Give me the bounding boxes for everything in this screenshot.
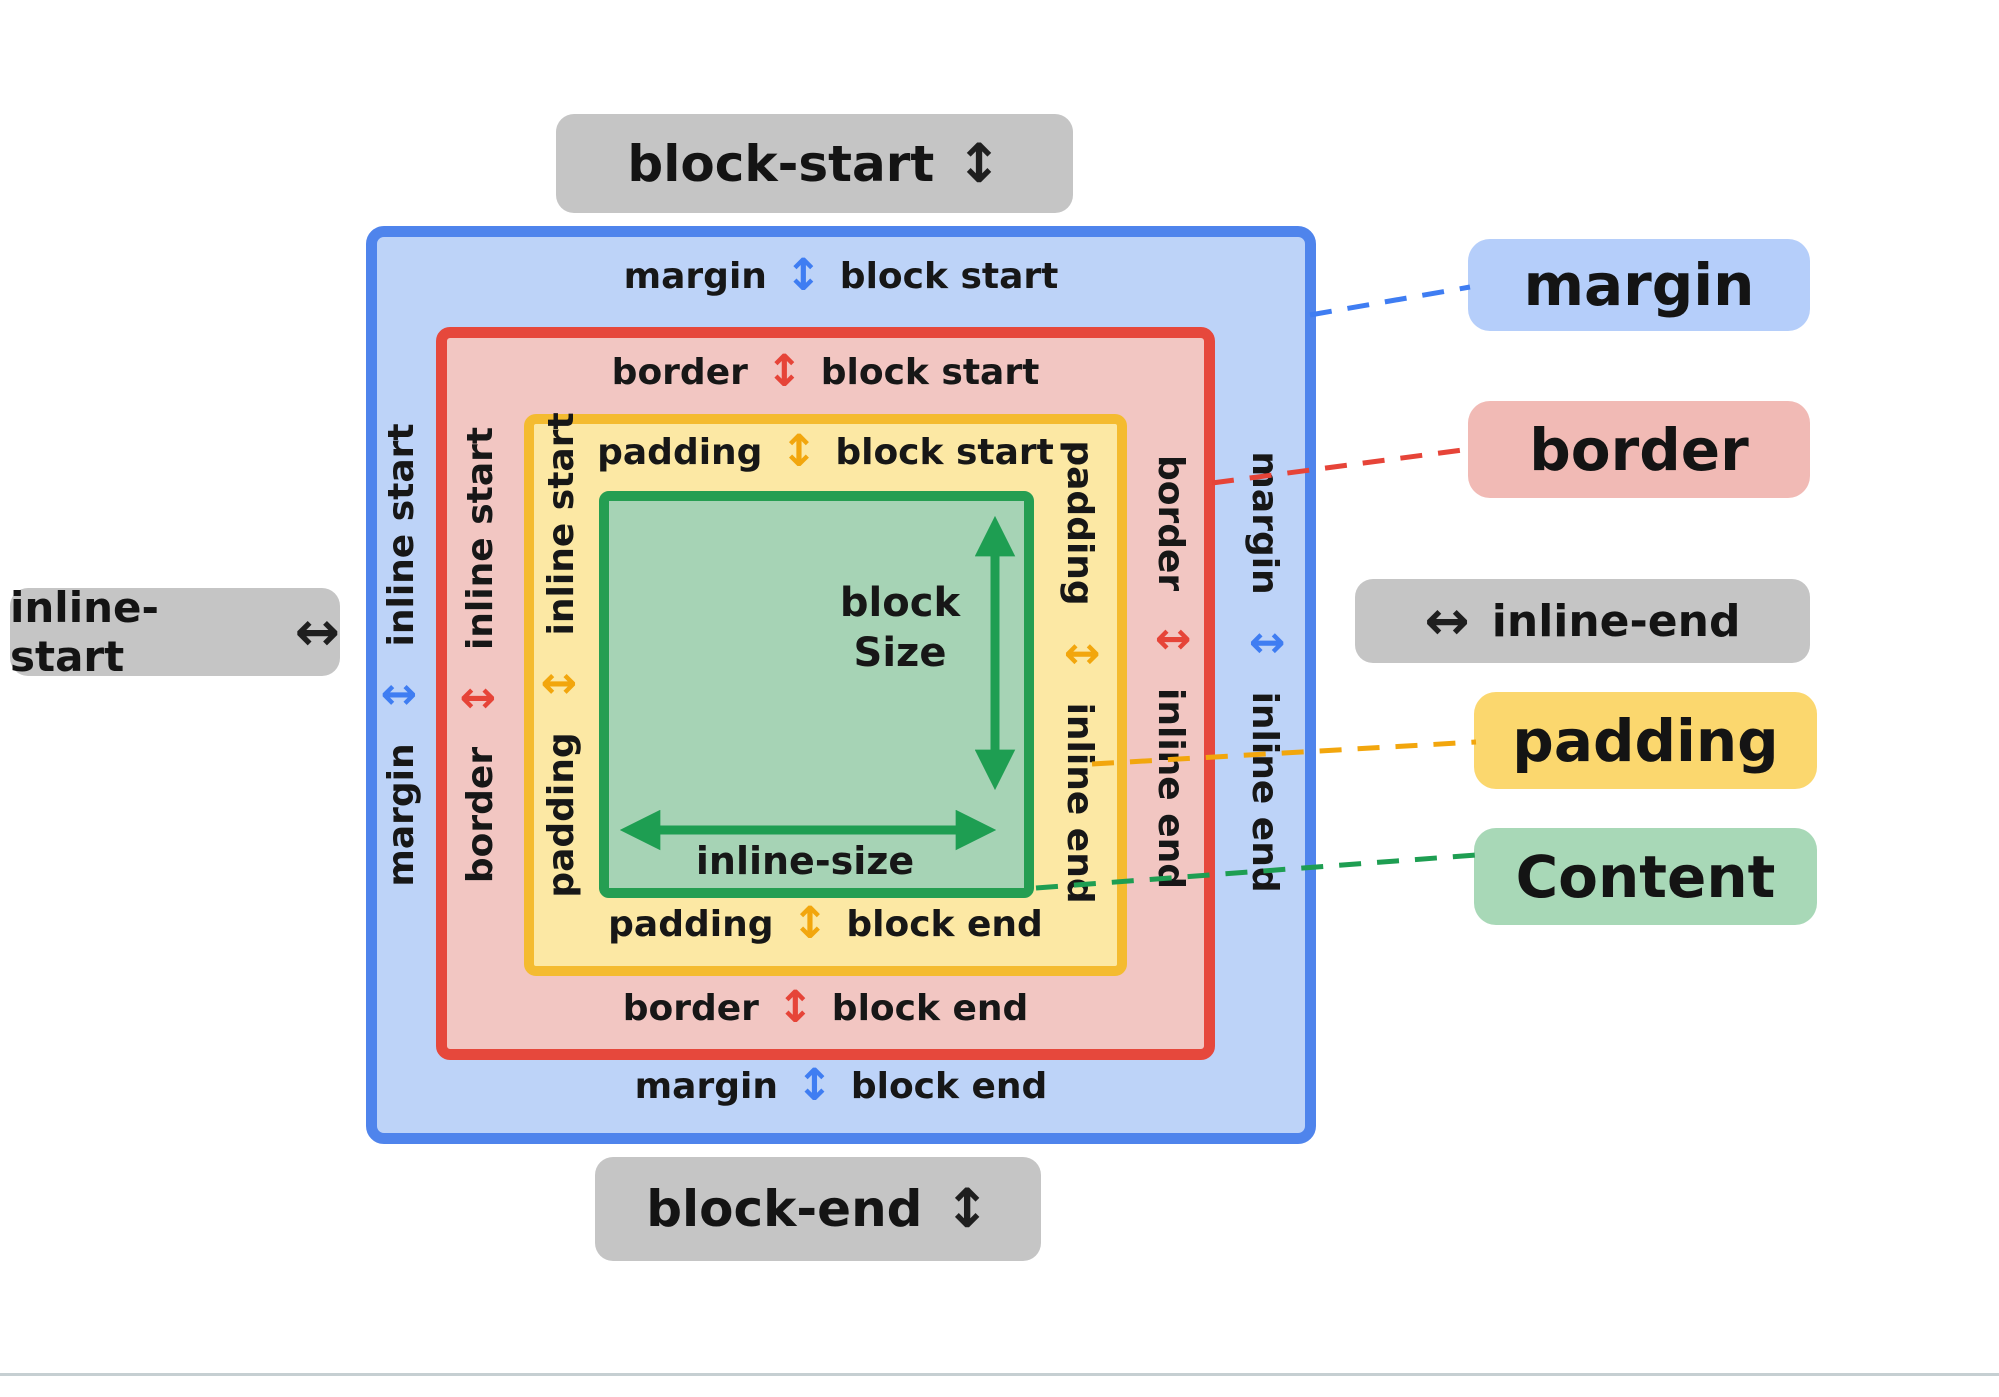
padding-inline-end-label: padding ↕ inline end [1055, 422, 1106, 922]
block-size-line2: Size [853, 630, 947, 676]
legend-content-text: Content [1515, 842, 1776, 911]
block-size-line1: block [839, 580, 961, 626]
border-inline-start-label: border ↕ inline start [454, 405, 505, 905]
legend-border-text: border [1529, 415, 1749, 484]
margin-connector-line [1309, 284, 1471, 318]
border-inline-start-arrow-icon: ↕ [454, 680, 505, 717]
margin-block-start-suffix: block start [839, 255, 1059, 297]
margin-word: margin [1244, 451, 1286, 595]
border-word: border [611, 351, 748, 393]
border-block-start-suffix: block start [820, 351, 1040, 393]
legend-padding: padding [1474, 692, 1817, 789]
legend-margin: margin [1468, 239, 1810, 331]
border-block-end-arrow-icon: ↕ [776, 982, 814, 1033]
border-word: border [459, 746, 501, 884]
padding-inline-start-arrow-icon: ↕ [535, 665, 586, 703]
inline-start-pill: inline-start ↔ [10, 583, 340, 681]
border-word: border [622, 987, 759, 1029]
border-word: border [1150, 454, 1192, 592]
border-block-start-label: border ↕ block start [436, 348, 1215, 396]
padding-block-end-arrow-icon: ↕ [791, 898, 829, 949]
inline-end-arrow-icon: ↔ [1424, 589, 1470, 652]
margin-inline-start-label: margin ↕ inline start [375, 405, 426, 905]
padding-block-start-suffix: block start [835, 431, 1054, 473]
border-inline-start-suffix: inline start [459, 426, 501, 651]
block-end-text: block-end [646, 1180, 923, 1238]
legend-padding-text: padding [1512, 706, 1779, 775]
inline-end-pill: ↔ inline-end [1355, 579, 1810, 663]
padding-word: padding [540, 732, 582, 898]
padding-block-start-label: padding ↕ block start [524, 428, 1127, 476]
block-end-arrow-icon: ↕ [944, 1177, 990, 1240]
margin-inline-end-label: margin ↕ inline end [1240, 422, 1291, 922]
legend-border: border [1468, 401, 1810, 498]
margin-word: margin [634, 1065, 778, 1107]
padding-block-end-label: padding ↕ block end [524, 900, 1127, 948]
margin-inline-start-suffix: inline start [380, 423, 422, 647]
margin-word: margin [380, 743, 422, 887]
padding-inline-start-label: padding ↕ inline start [535, 405, 586, 905]
inline-start-arrow-icon: ↔ [294, 600, 340, 663]
padding-word: padding [597, 431, 763, 473]
padding-inline-start-suffix: inline start [540, 412, 582, 636]
padding-block-end-suffix: block end [846, 903, 1043, 945]
block-start-pill: block-start ↕ [556, 114, 1073, 213]
border-inline-end-suffix: inline end [1150, 688, 1192, 890]
margin-inline-end-arrow-icon: ↕ [1240, 624, 1291, 662]
border-inline-end-arrow-icon: ↕ [1146, 621, 1197, 659]
margin-inline-end-suffix: inline end [1244, 691, 1286, 893]
border-block-end-label: border ↕ block end [436, 984, 1215, 1032]
block-start-text: block-start [627, 134, 935, 193]
margin-block-end-label: margin ↕ block end [366, 1062, 1316, 1110]
border-block-end-suffix: block end [831, 987, 1029, 1029]
border-inline-end-label: border ↕ inline end [1146, 422, 1197, 922]
border-block-start-arrow-icon: ↕ [765, 346, 803, 397]
margin-word: margin [623, 255, 767, 297]
padding-inline-end-arrow-icon: ↕ [1055, 635, 1106, 673]
margin-inline-start-arrow-icon: ↕ [375, 676, 426, 714]
inline-size-label: inline-size [695, 839, 915, 883]
inline-end-text: inline-end [1491, 595, 1741, 647]
margin-block-start-arrow-icon: ↕ [784, 250, 822, 301]
padding-inline-end-suffix: inline end [1059, 702, 1101, 904]
margin-block-end-suffix: block end [850, 1065, 1048, 1107]
margin-block-end-arrow-icon: ↕ [795, 1060, 833, 1111]
block-end-pill: block-end ↕ [595, 1157, 1041, 1261]
page-bottom-divider [0, 1373, 1999, 1376]
padding-word: padding [1059, 440, 1101, 606]
inline-start-text: inline-start [10, 583, 159, 681]
block-size-label: block Size [820, 578, 980, 678]
margin-block-start-label: margin ↕ block start [366, 252, 1316, 300]
legend-margin-text: margin [1523, 251, 1755, 319]
content-box [599, 491, 1034, 898]
padding-block-start-arrow-icon: ↕ [780, 426, 818, 477]
block-start-arrow-icon: ↕ [956, 131, 1002, 195]
legend-content: Content [1474, 828, 1817, 925]
padding-word: padding [608, 903, 774, 945]
